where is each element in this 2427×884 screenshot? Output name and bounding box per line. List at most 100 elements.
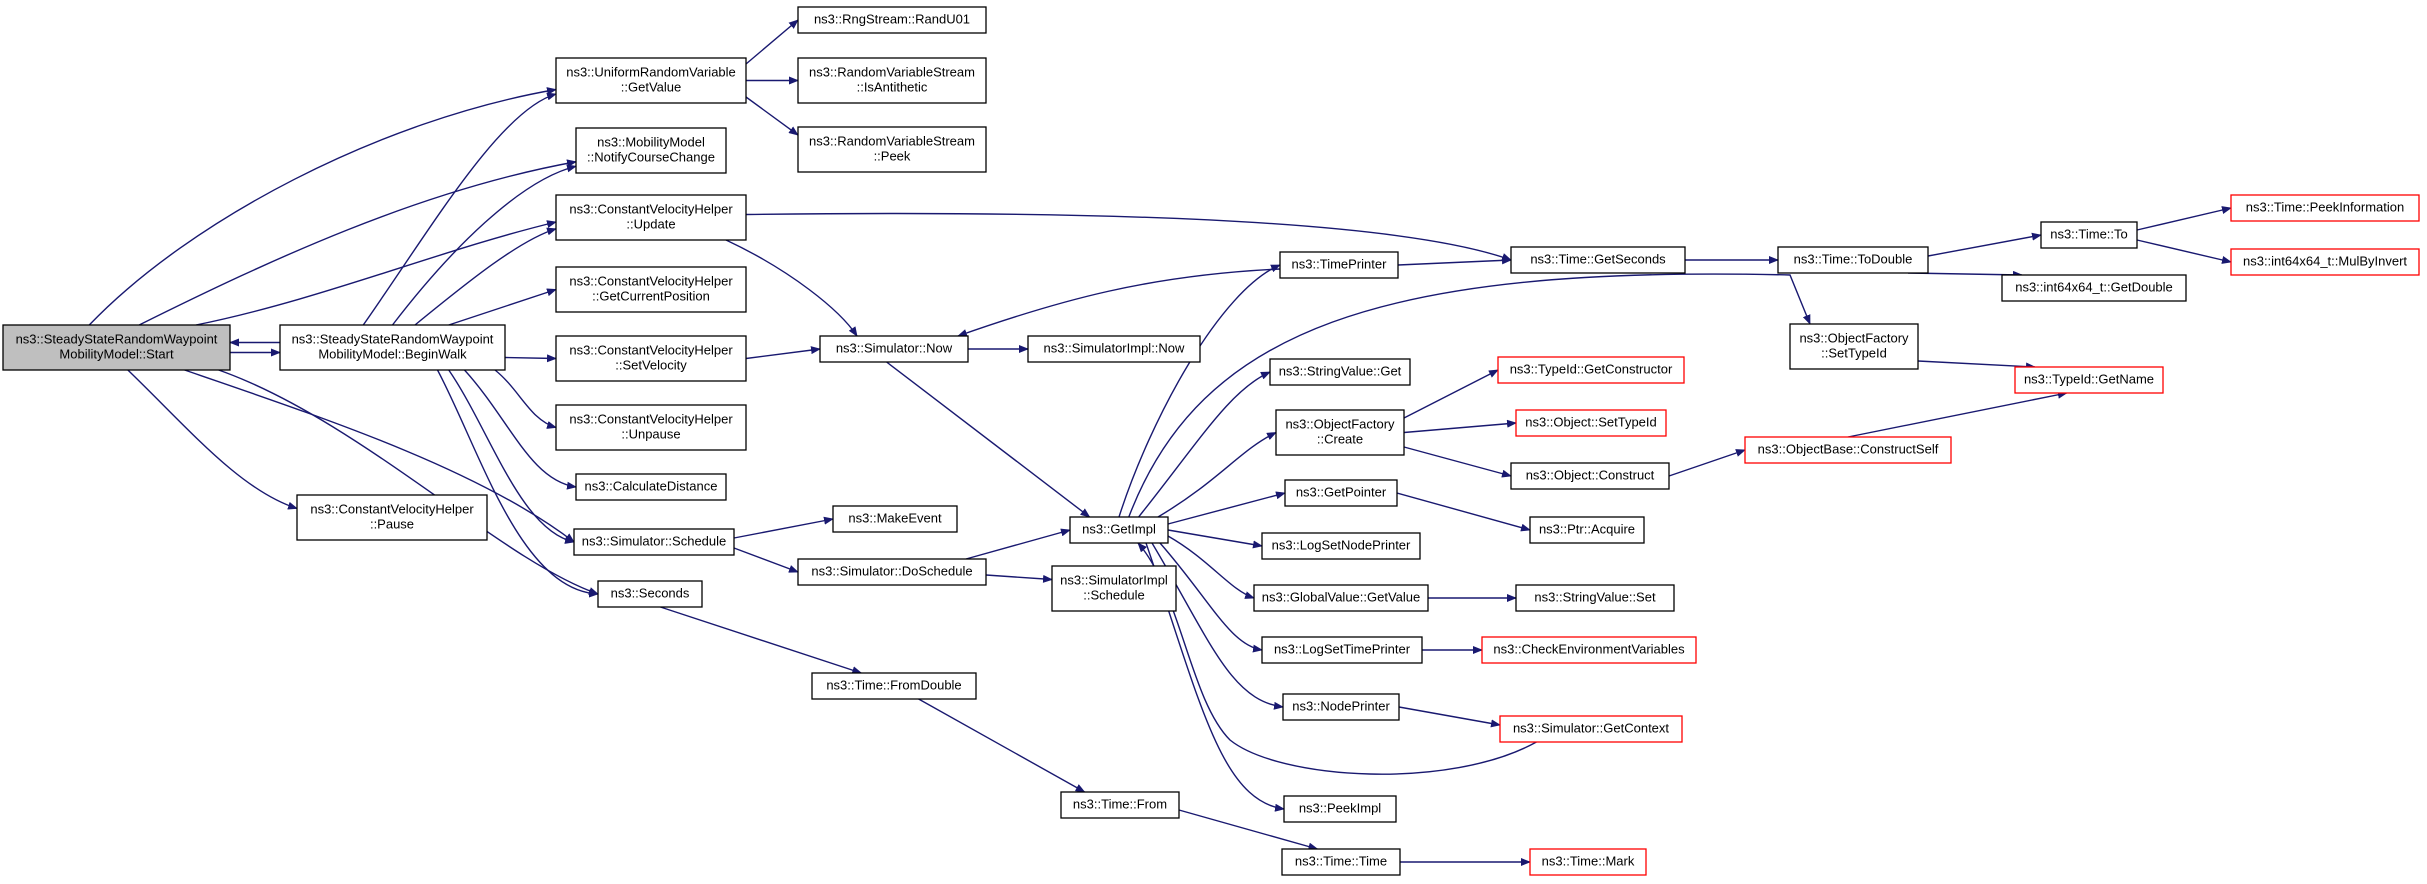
node-box [573,528,735,556]
node-timeprinter[interactable]: ns3::TimePrinter [1279,251,1399,279]
node-calcdist[interactable]: ns3::CalculateDistance [575,473,727,501]
node-label: ns3::PeekImpl [1299,801,1381,816]
node-box [296,494,488,541]
node-cvh-unpause[interactable]: ns3::ConstantVelocityHelper::Unpause [555,404,747,451]
node-getdouble[interactable]: ns3::int64x64_t::GetDouble [2001,274,2187,302]
node-peekinfo[interactable]: ns3::Time::PeekInformation [2230,194,2420,222]
node-typeid-getname[interactable]: ns3::TypeId::GetName [2014,366,2164,394]
node-isantithetic[interactable]: ns3::RandomVariableStream::IsAntithetic [797,57,987,104]
node-label: ns3::LogSetNodePrinter [1272,538,1411,553]
node-of-settypeid[interactable]: ns3::ObjectFactory::SetTypeId [1789,323,1919,370]
node-beginwalk[interactable]: ns3::SteadyStateRandomWaypointMobilityMo… [279,324,506,371]
call-edge-time_to-to-peekinfo [2136,206,2232,231]
node-cvh-setvel[interactable]: ns3::ConstantVelocityHelper::SetVelocity [555,335,747,382]
node-label: ns3::CalculateDistance [585,479,718,494]
node-box [2040,221,2138,249]
node-label: ::Pause [370,517,414,532]
node-time-time[interactable]: ns3::Time::Time [1281,848,1401,876]
node-logsettime[interactable]: ns3::LogSetTimePrinter [1261,636,1423,664]
node-getcontext[interactable]: ns3::Simulator::GetContext [1499,715,1683,743]
node-label: ns3::Time::Mark [1542,854,1635,869]
node-of-create[interactable]: ns3::ObjectFactory::Create [1275,409,1405,456]
node-label: ns3::ObjectFactory [1285,417,1395,432]
node-getimpl[interactable]: ns3::GetImpl [1069,516,1169,544]
node-box [575,473,727,501]
node-nodeprinter[interactable]: ns3::NodePrinter [1282,693,1400,721]
node-logsetnode[interactable]: ns3::LogSetNodePrinter [1261,532,1421,560]
node-label: MobilityModel::Start [59,347,174,362]
node-label: ns3::ConstantVelocityHelper [310,502,474,517]
node-sim-now[interactable]: ns3::Simulator::Now [819,335,969,363]
node-box [1481,636,1697,664]
node-time-mark[interactable]: ns3::Time::Mark [1529,848,1647,876]
node-fromdouble[interactable]: ns3::Time::FromDouble [811,672,977,700]
call-edge-getimpl-to-gv_getvalue [1167,535,1255,599]
node-getpointer[interactable]: ns3::GetPointer [1284,479,1398,507]
call-edge-timeprinter-to-getseconds [1397,256,1512,266]
node-typeid-getctor[interactable]: ns3::TypeId::GetConstructor [1497,356,1685,384]
node-box [1510,246,1686,274]
node-constructself[interactable]: ns3::ObjectBase::ConstructSelf [1744,436,1952,464]
call-edge-of_settypeid-to-typeid_getname [1917,360,2036,371]
node-peekimpl[interactable]: ns3::PeekImpl [1283,795,1397,823]
node-label: ns3::TypeId::GetName [2024,372,2154,387]
call-edge-timeprinter-to-sim_now [957,268,1281,337]
node-cvh-getpos[interactable]: ns3::ConstantVelocityHelper::GetCurrentP… [555,266,747,313]
node-todouble[interactable]: ns3::Time::ToDouble [1777,246,1929,274]
call-edge-beginwalk-to-cvh_update [414,227,557,326]
node-label: ns3::LogSetTimePrinter [1274,642,1411,657]
node-ptr-acquire[interactable]: ns3::Ptr::Acquire [1529,516,1645,544]
node-time-from[interactable]: ns3::Time::From [1060,791,1180,819]
node-seconds[interactable]: ns3::Seconds [597,580,703,608]
call-edge-todouble-to-time_to [1927,232,2042,257]
node-pause[interactable]: ns3::ConstantVelocityHelper::Pause [296,494,488,541]
node-checkenv[interactable]: ns3::CheckEnvironmentVariables [1481,636,1697,664]
node-box [1283,795,1397,823]
node-label: ns3::TimePrinter [1292,257,1388,272]
node-label: ns3::GetImpl [1082,522,1156,537]
node-gv-getvalue[interactable]: ns3::GlobalValue::GetValue [1253,584,1429,612]
node-urv-getvalue[interactable]: ns3::UniformRandomVariable::GetValue [555,57,747,104]
node-label: ns3::MakeEvent [848,511,942,526]
node-label: ::NotifyCourseChange [587,150,715,165]
node-peek[interactable]: ns3::RandomVariableStream::Peek [797,126,987,173]
node-box [555,266,747,313]
node-label: ns3::RandomVariableStream [809,65,975,80]
call-edges [88,19,2232,866]
node-doschedule[interactable]: ns3::Simulator::DoSchedule [797,558,987,586]
node-box [819,335,969,363]
node-box [1510,462,1670,490]
node-simimpl-schedule[interactable]: ns3::SimulatorImpl::Schedule [1051,565,1177,612]
node-makeevent[interactable]: ns3::MakeEvent [832,505,958,533]
node-label: ns3::SimulatorImpl [1060,573,1168,588]
node-sv-set[interactable]: ns3::StringValue::Set [1515,584,1675,612]
node-label: ns3::SteadyStateRandomWaypoint [292,332,494,347]
node-box [1789,323,1919,370]
node-cvh-update[interactable]: ns3::ConstantVelocityHelper::Update [555,194,747,241]
node-time-to[interactable]: ns3::Time::To [2040,221,2138,249]
node-box [1069,516,1169,544]
node-box [2230,194,2420,222]
node-box [1275,409,1405,456]
node-box [1253,584,1429,612]
node-getseconds[interactable]: ns3::Time::GetSeconds [1510,246,1686,274]
node-label: ::Update [626,217,675,232]
node-obj-construct[interactable]: ns3::Object::Construct [1510,462,1670,490]
node-simimpl-now[interactable]: ns3::SimulatorImpl::Now [1027,335,1201,363]
node-sv-get[interactable]: ns3::StringValue::Get [1269,358,1411,386]
node-mulbyinvert[interactable]: ns3::int64x64_t::MulByInvert [2230,248,2420,276]
node-notify[interactable]: ns3::MobilityModel::NotifyCourseChange [575,127,727,174]
node-sim-schedule[interactable]: ns3::Simulator::Schedule [573,528,735,556]
node-obj-settypeid[interactable]: ns3::Object::SetTypeId [1515,409,1667,437]
node-label: ns3::TypeId::GetConstructor [1510,362,1673,377]
node-box [1279,251,1399,279]
call-edge-getimpl-to-logsetnode [1167,529,1263,549]
call-edge-getimpl-to-logsettime [1159,542,1263,653]
call-edge-urv_getvalue-to-randu01 [745,19,799,65]
node-box [555,194,747,241]
node-start[interactable]: ns3::SteadyStateRandomWaypointMobilityMo… [2,324,231,371]
node-randu01[interactable]: ns3::RngStream::RandU01 [797,6,987,34]
node-box [1282,693,1400,721]
call-edge-start-to-cvh_update [195,220,557,326]
node-label: ::Schedule [1083,588,1144,603]
